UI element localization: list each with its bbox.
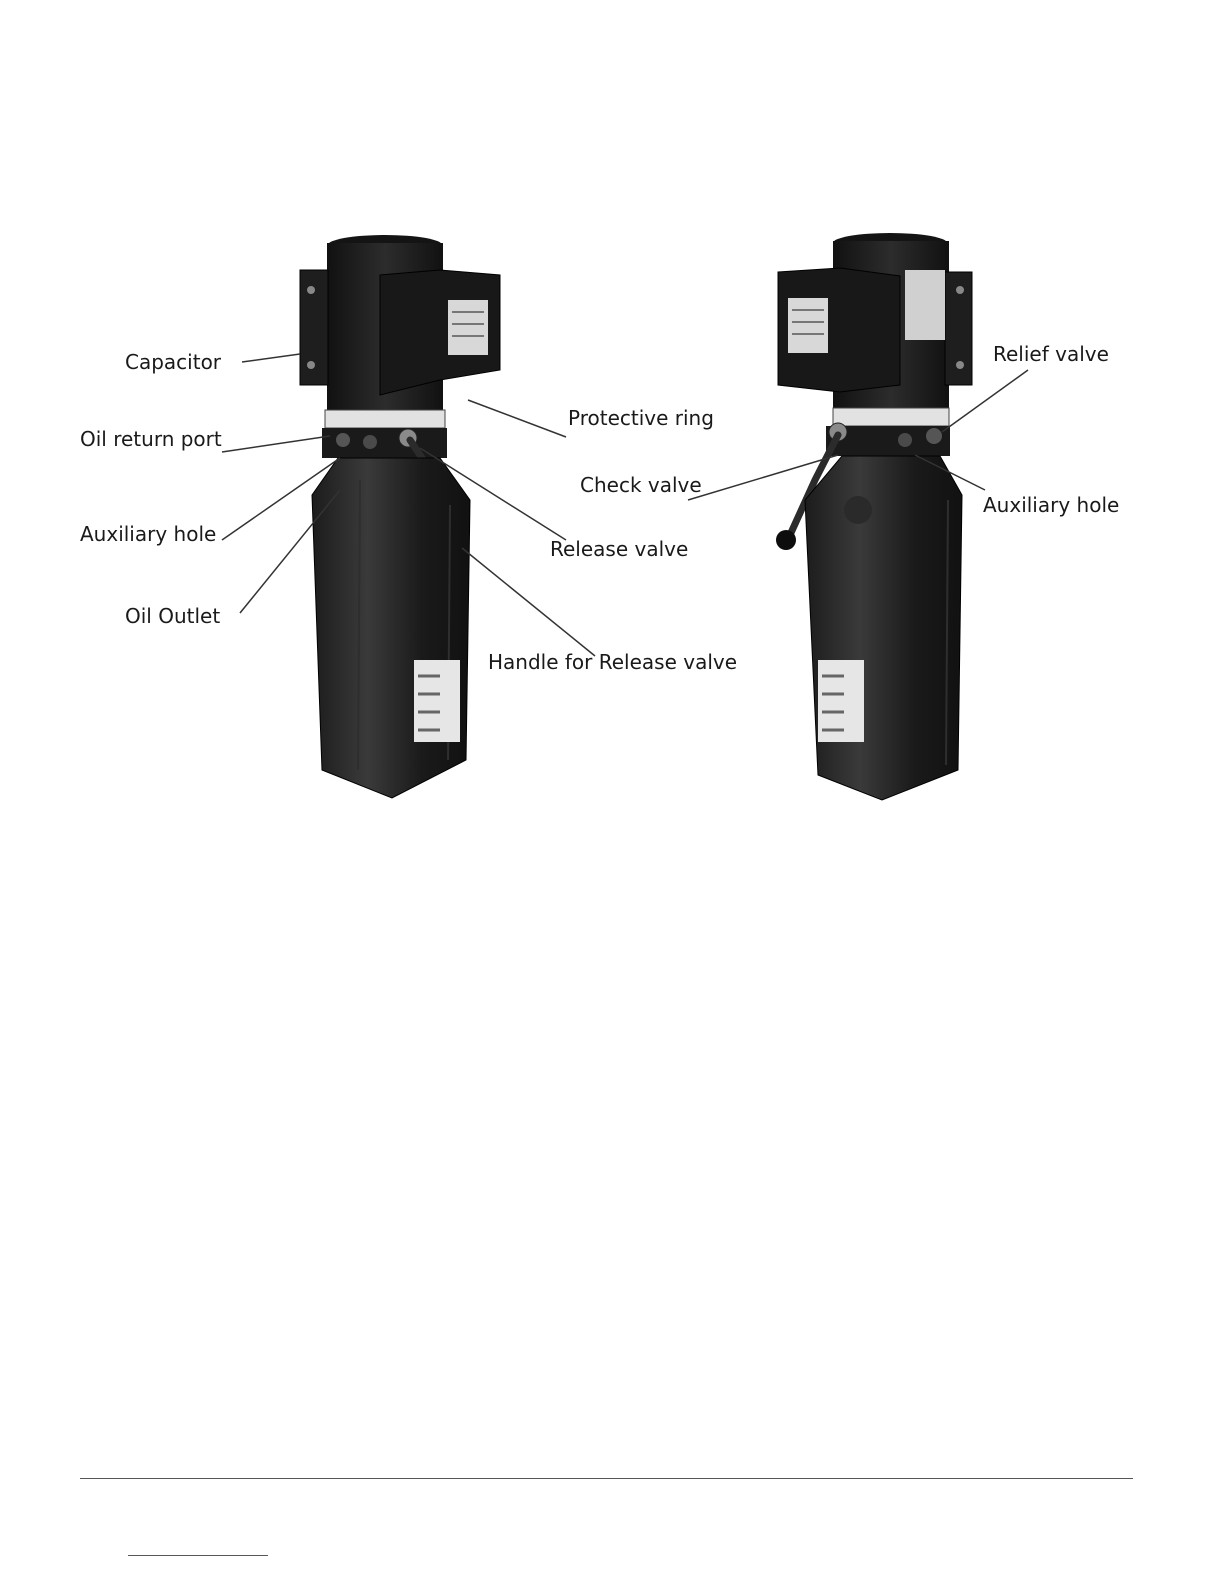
tank-cap [844,496,872,524]
label-relief-valve: Relief valve [993,342,1109,366]
release-handle-knob [776,530,796,550]
oil-tank [805,456,962,800]
callout-labels: Capacitor Oil return port Auxiliary hole… [80,342,1119,674]
footer-link-underline[interactable] [128,1555,268,1556]
footer-divider [80,1478,1133,1479]
label-check-valve: Check valve [580,473,702,497]
label-protective-ring: Protective ring [568,406,714,430]
protective-ring [833,408,949,426]
label-handle-release-valve: Handle for Release valve [488,650,737,674]
box-sticker [788,298,828,353]
auxiliary-hole-fitting [898,433,912,447]
mounting-bracket [300,270,328,385]
label-oil-outlet: Oil Outlet [125,604,220,628]
label-auxiliary-hole-right: Auxiliary hole [983,493,1119,517]
oil-tank [312,458,470,798]
oil-return-port-fitting [336,433,350,447]
protective-ring [325,410,445,428]
relief-valve-fitting [926,428,942,444]
auxiliary-hole-fitting [363,435,377,449]
label-release-valve: Release valve [550,537,688,561]
label-capacitor: Capacitor [125,350,222,374]
left-pump-unit [300,235,500,798]
capacitor-sticker [448,300,488,355]
right-pump-unit [776,233,972,800]
motor-nameplate [905,270,945,340]
label-oil-return-port: Oil return port [80,427,222,451]
label-auxiliary-hole-left: Auxiliary hole [80,522,216,546]
